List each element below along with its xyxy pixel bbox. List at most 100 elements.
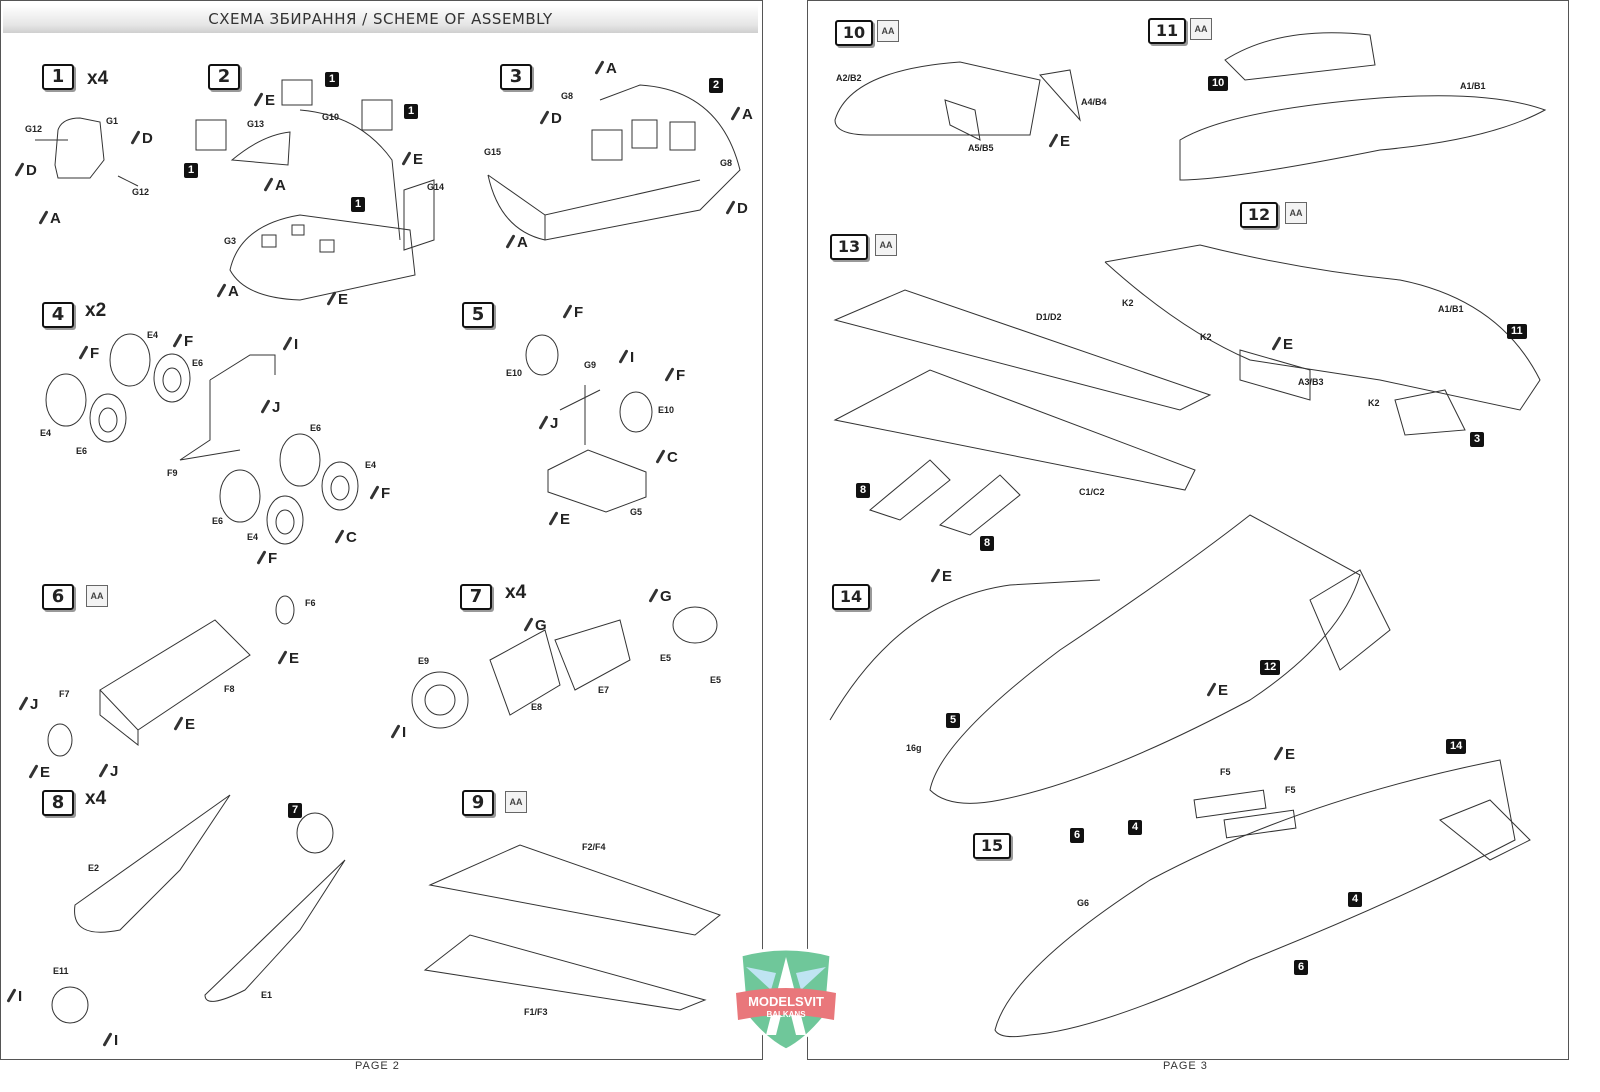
part-label: G8 [561,91,574,101]
aa-symbol-icon: AA [877,20,899,42]
glue-callout: E [934,568,952,585]
tail-wing-drawing [423,844,722,1011]
glue-callout: I [394,724,406,741]
glue-callout: J [22,696,38,713]
aircraft-assembly-drawing [829,514,1391,804]
step-reference: 10 [1208,76,1229,91]
part-label: F1/F3 [524,1007,548,1017]
glue-callout: E [32,764,50,781]
part-label: F7 [59,689,70,699]
step-reference: 4 [1128,820,1143,835]
step-number-8: 8 [42,790,74,816]
glue-callout: D [18,162,37,179]
glue-callout: G [652,588,672,605]
glue-callout: A [509,234,528,251]
page-2: СХЕМА ЗБИРАННЯ / SCHEME OF ASSEMBLY [0,0,763,1060]
part-label: E6 [212,516,224,526]
step-reference: 14 [1446,739,1467,754]
glue-callout: E [1052,133,1070,150]
aa-symbol-icon: AA [86,585,108,607]
svg-text:BALKANS: BALKANS [766,1010,806,1019]
part-label: G6 [1077,898,1090,908]
step-reference: 2 [709,78,724,93]
part-label: G5 [630,507,643,517]
step-reference: 3 [1470,432,1485,447]
step-number-2: 2 [208,64,240,90]
part-label: E11 [53,966,69,976]
aa-symbol-icon: AA [505,791,527,813]
part-label: F5 [1285,785,1296,795]
glue-callout: E [257,92,275,109]
part-label: G3 [224,236,237,246]
step-reference: 1 [325,72,340,87]
step-reference: 6 [1070,828,1085,843]
part-label: E5 [660,653,672,663]
glue-callout: I [286,336,298,353]
modelsvit-balkans-logo: MODELSVIT BALKANS [736,945,836,1055]
cockpit-tub-drawing [195,79,435,301]
part-label: K2 [1368,398,1380,408]
step-reference: 8 [980,536,995,551]
part-label: A1/B1 [1438,304,1464,314]
header-bar: СХЕМА ЗБИРАННЯ / SCHEME OF ASSEMBLY [3,5,758,33]
glue-callout: E [330,291,348,308]
aa-symbol-icon: AA [875,234,897,256]
glue-callout: E [1277,746,1295,763]
glue-callout: I [10,988,22,1005]
step-number-12: 12 [1240,202,1278,228]
main-gear-drawing [45,333,359,545]
step-number-4: 4 [42,302,74,328]
glue-callout: F [566,304,583,321]
glue-callout: A [42,210,61,227]
cockpit-assembled-drawing [487,84,741,241]
part-label: A3/B3 [1298,377,1324,387]
part-label: G15 [484,147,502,157]
part-label: A4/B4 [1081,97,1107,107]
logo-text: MODELSVIT [748,994,824,1009]
part-label: G9 [584,360,597,370]
part-label: E4 [365,460,377,470]
part-label: K2 [1200,332,1212,342]
step-reference: 4 [1348,892,1363,907]
page-number-left: PAGE 2 [355,1060,400,1072]
part-label: G14 [427,182,445,192]
glue-callout: I [622,349,634,366]
part-label: G10 [322,112,340,122]
part-label: F9 [167,468,178,478]
part-label: E6 [192,358,204,368]
part-label: E8 [531,702,543,712]
step-number-14: 14 [832,584,870,610]
part-label: K2 [1122,298,1134,308]
step-number-3: 3 [500,64,532,90]
part-label: G1 [106,116,119,126]
part-label: C1/C2 [1079,487,1105,497]
part-label: E5 [710,675,722,685]
part-label: A1/B1 [1460,81,1486,91]
page-3 [807,0,1569,1060]
glue-callout: C [338,529,357,546]
glue-callout: E [1275,336,1293,353]
step-number-9: 9 [462,790,494,816]
step-number-13: 13 [830,234,868,260]
page-title: СХЕМА ЗБИРАННЯ / SCHEME OF ASSEMBLY [208,10,553,28]
main-wing-drawing [833,289,1212,536]
glue-callout: F [373,485,390,502]
part-label: E1 [261,990,273,1000]
step-reference: 1 [404,104,419,119]
aa-symbol-icon: AA [1285,202,1307,224]
part-label: E4 [40,428,52,438]
seat-drawing [35,117,139,187]
step-number-10: 10 [835,20,873,46]
part-label: E4 [147,330,159,340]
quantity-multiplier: x4 [505,582,527,603]
gear-door-drawing [47,595,295,757]
part-label: A5/B5 [968,143,994,153]
glue-callout: F [260,550,277,567]
part-label: E7 [598,685,610,695]
part-label: G12 [25,124,43,134]
part-label: F5 [1220,767,1231,777]
step-reference: 7 [288,803,303,818]
aa-symbol-icon: AA [1190,18,1212,40]
fuselage-side-drawing [1104,244,1541,436]
